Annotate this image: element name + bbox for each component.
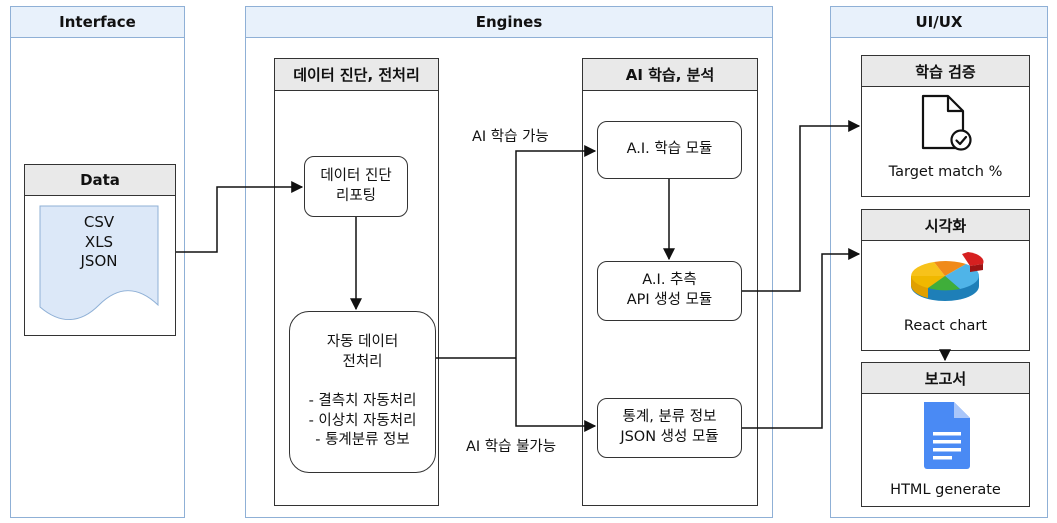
document-check-icon: [921, 94, 972, 151]
preprocess-group-title: 데이터 진단, 전처리: [274, 58, 439, 91]
diagnosis-report-node: 데이터 진단 리포팅: [304, 156, 408, 217]
uiux-lane-title: UI/UX: [830, 6, 1048, 38]
report-panel-title: 보고서: [861, 362, 1030, 394]
google-docs-icon: [924, 402, 970, 469]
ai-inference-api-node: A.I. 추측 API 생성 모듈: [597, 261, 742, 321]
ai-training-node: A.I. 학습 모듈: [597, 121, 742, 179]
ai-not-trainable-label: AI 학습 불가능: [466, 439, 557, 455]
interface-lane-title: Interface: [10, 6, 185, 38]
report-caption: HTML generate: [890, 482, 1001, 498]
ai-trainable-label: AI 학습 가능: [472, 129, 549, 145]
visualization-caption: React chart: [903, 318, 988, 334]
ai-group-title: AI 학습, 분석: [582, 58, 758, 91]
data-formats: CSV XLS JSON: [80, 213, 118, 270]
data-panel-title: Data: [24, 164, 176, 196]
visualization-panel-title: 시각화: [861, 209, 1030, 241]
stats-json-node: 통계, 분류 정보 JSON 생성 모듈: [597, 398, 742, 458]
validation-caption: Target match %: [888, 164, 1003, 180]
engines-lane-title: Engines: [245, 6, 773, 38]
validation-panel-title: 학습 검증: [861, 55, 1030, 87]
auto-preprocess-node: 자동 데이터 전처리 - 결측치 자동처리 - 이상치 자동처리 - 통계분류 …: [289, 311, 436, 473]
data-document-shape: [39, 205, 159, 320]
pie-chart-3d-icon: [911, 252, 984, 301]
